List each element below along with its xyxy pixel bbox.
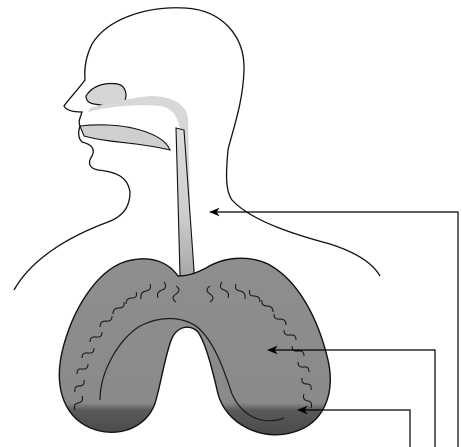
mouth-cavity [80,125,170,150]
face-outline [14,44,130,290]
upper-airway [88,96,190,200]
trachea [176,128,194,279]
lungs [59,258,330,435]
